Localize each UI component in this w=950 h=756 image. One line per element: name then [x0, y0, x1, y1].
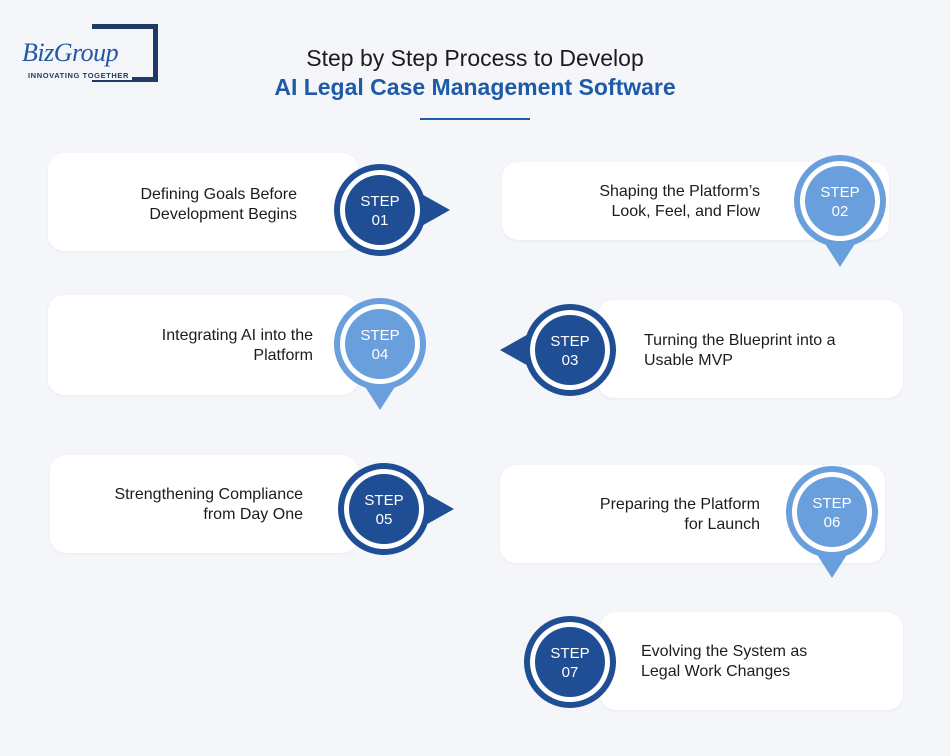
step-05-arrow-right-icon	[422, 491, 454, 527]
step-03-badge-graphic	[500, 304, 616, 396]
step-03-text-line-2: Usable MVP	[644, 352, 733, 369]
step-07-badge-graphic	[524, 616, 616, 708]
title-line-1: Step by Step Process to Develop	[306, 45, 644, 71]
step-06-text-line-2: for Launch	[684, 516, 760, 533]
step-07-label: STEP 07	[520, 644, 620, 682]
step-badge-07: STEP 07	[520, 612, 620, 712]
step-07-number: 07	[561, 664, 579, 681]
step-03-text: Turning the Blueprint into a Usable MVP	[644, 331, 899, 371]
logo-tagline: INNOVATING TOGETHER	[28, 71, 132, 80]
step-01-inner-disc	[345, 175, 415, 245]
step-06-text: Preparing the Platform for Launch	[520, 495, 760, 535]
step-badge-04: STEP 04	[330, 294, 430, 410]
step-03-word: STEP	[550, 333, 590, 350]
step-04-inner-disc	[345, 309, 415, 379]
step-07-text: Evolving the System as Legal Work Change…	[641, 642, 896, 682]
step-02-label: STEP 02	[790, 183, 890, 221]
step-badge-06: STEP 06	[782, 462, 882, 578]
step-02-inner-disc	[805, 166, 875, 236]
step-04-label: STEP 04	[330, 326, 430, 364]
step-07-text-line-1: Evolving the System as	[641, 643, 808, 660]
step-05-text: Strengthening Compliance from Day One	[60, 485, 303, 525]
step-01-text-line-2: Development Begins	[149, 206, 297, 223]
step-06-word: STEP	[812, 495, 852, 512]
step-02-text-line-2: Look, Feel, and Flow	[611, 203, 760, 220]
step-04-text: Integrating AI into the Platform	[60, 326, 313, 366]
step-card-05	[50, 455, 358, 553]
logo-wordmark: BizGroup	[22, 38, 121, 67]
step-03-text-line-1: Turning the Blueprint into a	[644, 332, 836, 349]
step-06-text-line-1: Preparing the Platform	[599, 496, 760, 513]
step-05-badge-graphic	[338, 463, 454, 555]
step-badge-02: STEP 02	[790, 151, 890, 267]
step-02-text: Shaping the Platform’s Look, Feel, and F…	[520, 182, 760, 222]
step-06-inner-disc	[797, 477, 867, 547]
bizgroup-logo: BizGroup INNOVATING TOGETHER	[22, 24, 158, 84]
step-badge-01: STEP 01	[330, 160, 450, 260]
step-03-inner-disc	[535, 315, 605, 385]
step-badge-03: STEP 03	[500, 300, 620, 400]
step-02-word: STEP	[820, 184, 860, 201]
step-05-word: STEP	[364, 492, 404, 509]
step-04-word: STEP	[360, 327, 400, 344]
step-02-number: 02	[831, 203, 849, 220]
step-05-label: STEP 05	[334, 491, 434, 529]
page-title: Step by Step Process to Develop AI Legal…	[0, 44, 950, 102]
step-04-number: 04	[371, 346, 389, 363]
step-01-arrow-right-icon	[418, 192, 450, 228]
step-03-label: STEP 03	[520, 332, 620, 370]
step-05-number: 05	[375, 511, 393, 528]
step-card-01	[48, 153, 358, 251]
title-line-2: AI Legal Case Management Software	[274, 74, 676, 100]
step-card-04	[48, 295, 358, 395]
step-01-badge-graphic	[334, 164, 450, 256]
step-07-word: STEP	[550, 645, 590, 662]
step-06-number: 06	[823, 514, 841, 531]
step-01-text: Defining Goals Before Development Begins	[60, 185, 297, 225]
step-07-text-line-2: Legal Work Changes	[641, 663, 791, 680]
step-02-badge-graphic	[794, 155, 886, 267]
step-06-badge-graphic	[786, 466, 878, 578]
step-05-inner-disc	[349, 474, 419, 544]
step-01-text-line-1: Defining Goals Before	[140, 186, 297, 203]
step-01-word: STEP	[360, 193, 400, 210]
step-01-number: 01	[371, 212, 389, 229]
step-05-text-line-2: from Day One	[203, 506, 303, 523]
step-04-text-line-1: Integrating AI into the	[161, 327, 313, 344]
step-03-arrow-left-icon	[500, 332, 532, 368]
step-03-number: 03	[561, 352, 579, 369]
step-badge-05: STEP 05	[334, 459, 454, 559]
step-04-badge-graphic	[334, 298, 426, 410]
step-07-inner-disc	[535, 627, 605, 697]
step-02-text-line-1: Shaping the Platform’s	[599, 183, 760, 200]
step-01-label: STEP 01	[330, 192, 430, 230]
step-card-07	[600, 612, 903, 710]
step-05-text-line-1: Strengthening Compliance	[114, 486, 303, 503]
step-04-text-line-2: Platform	[253, 347, 313, 364]
title-underline	[420, 118, 530, 120]
step-card-03	[598, 300, 903, 398]
step-06-label: STEP 06	[782, 494, 882, 532]
